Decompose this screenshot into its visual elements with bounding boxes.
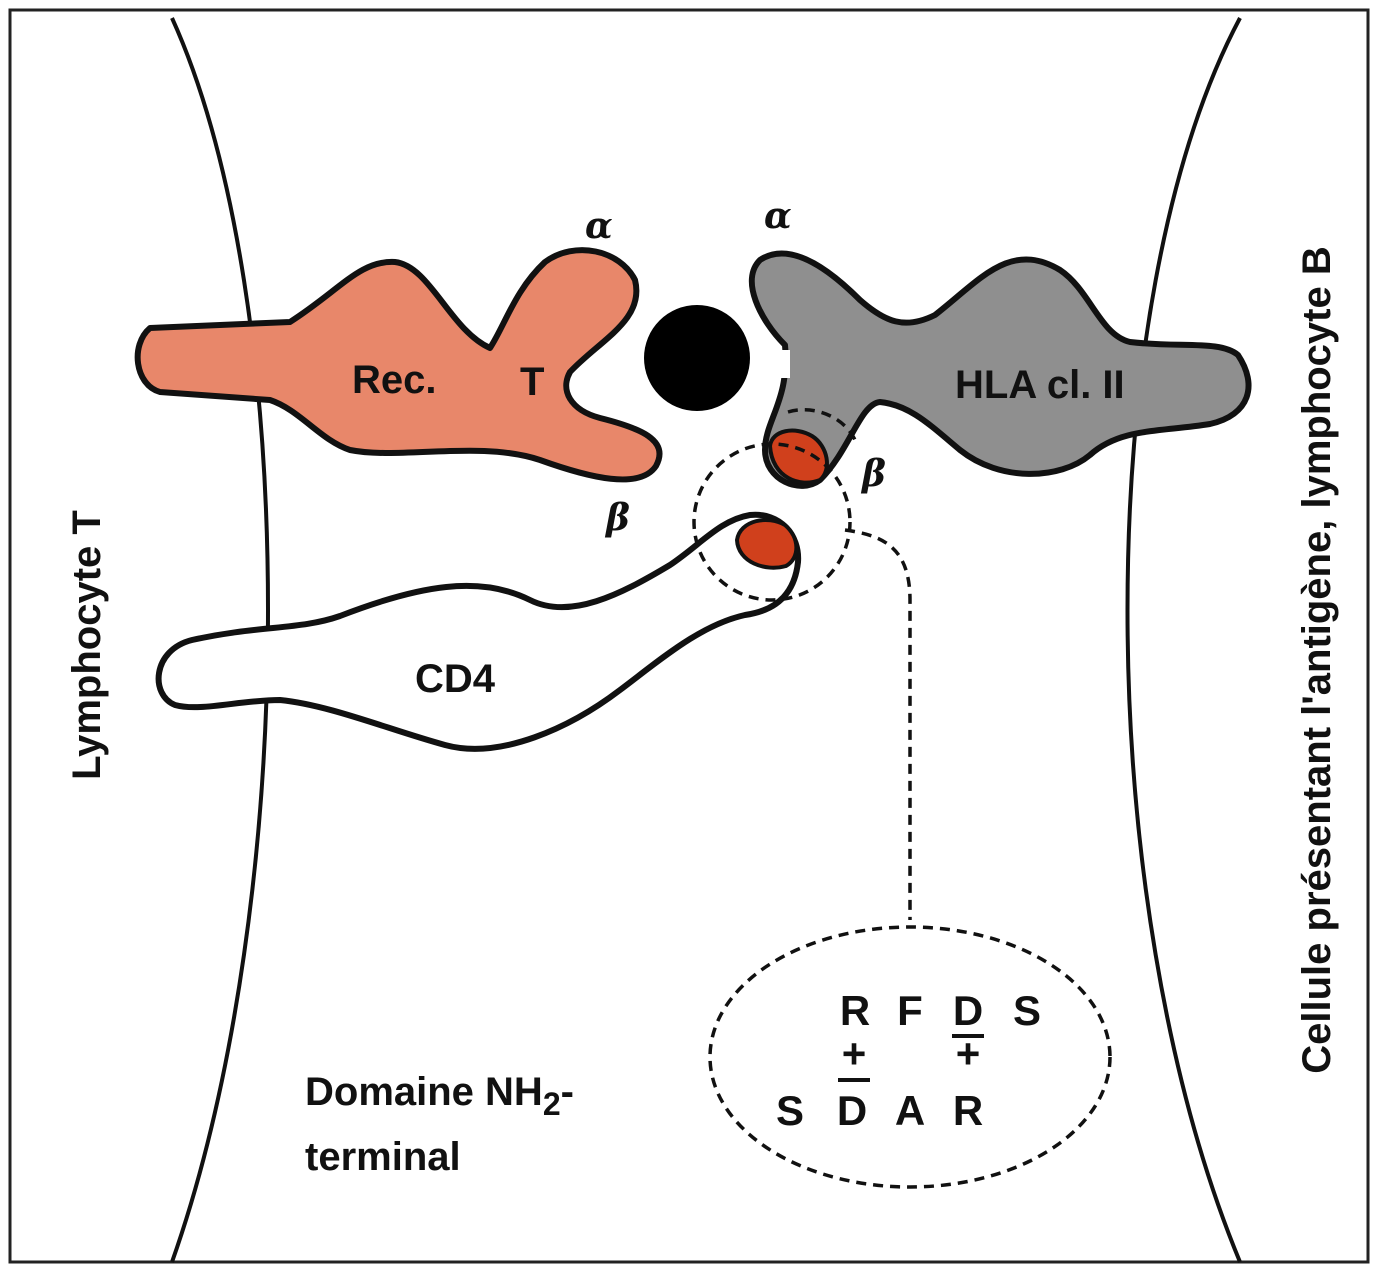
tcr-t-label: T [520, 360, 544, 404]
t-cell-receptor-shape [134, 247, 663, 483]
residue-r1-4: S [1013, 987, 1041, 1034]
residue-r2-2: D [837, 1087, 867, 1134]
hla-gap-mark [772, 350, 790, 378]
figure-frame [8, 8, 1370, 1264]
sequence-ellipse [708, 925, 1112, 1189]
tcr-beta-label: β [604, 497, 630, 539]
tcr-rec-label: Rec. [352, 358, 437, 402]
cd4-label: CD4 [415, 657, 496, 701]
left-cell-label: Lymphocyte T [65, 510, 109, 780]
t-lymphocyte-membrane [170, 17, 270, 1263]
charge-plus-left: + [842, 1030, 867, 1077]
sequence-connector-line [844, 528, 912, 920]
antigen-peptide [644, 305, 750, 411]
tcr-alpha-label: α [585, 205, 613, 247]
contact-region-circle [692, 442, 852, 602]
domain-label-line2: terminal [305, 1135, 461, 1179]
hla-beta-label: β [860, 453, 886, 495]
residue-r2-1: S [776, 1087, 804, 1134]
residue-r1-1: R [840, 987, 870, 1034]
residue-r1-2: F [897, 987, 923, 1034]
residue-r1-3: D [953, 987, 983, 1034]
hla-alpha-label: α [764, 195, 792, 237]
right-cell-label: Cellule présentant l'antigène, lymphocyt… [1295, 246, 1339, 1073]
residue-r2-4: R [953, 1087, 983, 1134]
hla-contact-dashed-arc [787, 407, 857, 441]
cd4-shape [155, 511, 802, 752]
sequence-row-2: S D A R [776, 1087, 983, 1134]
hla-name-label: HLA cl. II [955, 363, 1125, 407]
hla-class-ii-shape [748, 250, 1252, 489]
cd4-contact-patch [734, 518, 799, 570]
domain-label-line1: Domaine NH2- [305, 1070, 574, 1122]
residue-r2-3: A [895, 1087, 925, 1134]
sequence-row-1: R F D S [840, 987, 1041, 1034]
b-lymphocyte-membrane [1125, 17, 1242, 1263]
